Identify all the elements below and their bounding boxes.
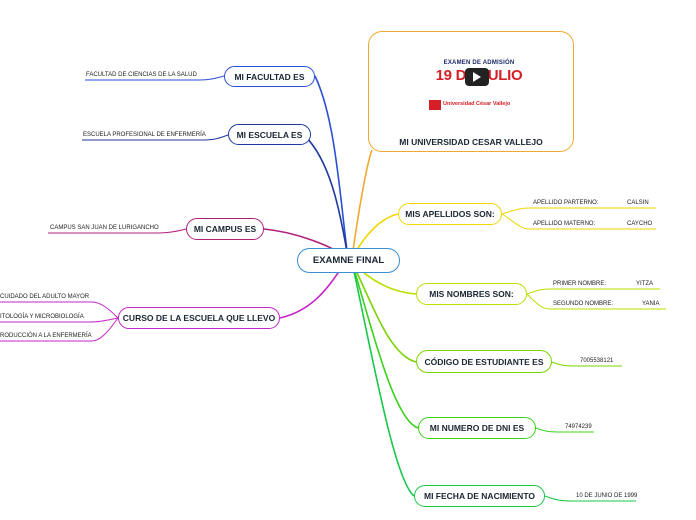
connector-fecha	[352, 262, 414, 496]
topic-label: CÓDIGO DE ESTUDIANTE ES	[424, 357, 543, 367]
thumbnail-brand: Universidad César Vallejo	[443, 101, 510, 107]
leaf-segundo-nombre-label[interactable]: SEGUNDO NOMBRE:	[553, 300, 613, 308]
leaf-line-nombres-1	[527, 289, 660, 294]
video-title: MI UNIVERSIDAD CESAR VALLEJO	[369, 137, 573, 147]
topic-label: MI CAMPUS ES	[194, 224, 256, 234]
leaf-facultad[interactable]: FACULTAD DE CIENCIAS DE LA SALUD	[86, 71, 197, 79]
topic-label: MI NUMERO DE DNI ES	[430, 423, 524, 433]
topic-label: MIS APELLIDOS SON:	[405, 209, 494, 219]
leaf-apellido-materno-value[interactable]: CAYCHO	[627, 220, 652, 228]
leaf-apellido-paterno-value[interactable]: CALSIN	[627, 199, 649, 207]
central-topic[interactable]: EXAMNE FINAL	[297, 248, 400, 273]
central-topic-label: EXAMNE FINAL	[313, 255, 384, 266]
topic-label: CURSO DE LA ESCUELA QUE LLEVO	[123, 313, 275, 323]
topic-apellidos[interactable]: MIS APELLIDOS SON:	[398, 203, 502, 225]
topic-mi-facultad[interactable]: MI FACULTAD ES	[224, 66, 315, 87]
topic-label: MIS NOMBRES SON:	[429, 289, 514, 299]
connector-dni	[352, 262, 418, 428]
topic-dni[interactable]: MI NUMERO DE DNI ES	[418, 417, 536, 439]
topic-codigo-estudiante[interactable]: CÓDIGO DE ESTUDIANTE ES	[416, 350, 552, 373]
topic-label: MI FACULTAD ES	[234, 72, 304, 82]
connector-codigo	[352, 262, 416, 362]
topic-mi-escuela[interactable]: MI ESCUELA ES	[228, 124, 311, 145]
leaf-apellido-paterno-label[interactable]: APELLIDO PARTERNO:	[533, 199, 598, 207]
leaf-segundo-nombre-value[interactable]: YANIA	[642, 300, 660, 308]
leaf-dni[interactable]: 74974239	[565, 423, 592, 431]
topic-label: MI ESCUELA ES	[237, 130, 303, 140]
leaf-curso-3[interactable]: RODUCCIÓN A LA ENFERMERÍA	[0, 332, 92, 340]
topic-fecha-nacimiento[interactable]: MI FECHA DE NACIMIENTO	[414, 485, 545, 507]
leaf-line-apellidos-1	[502, 208, 656, 214]
thumbnail-caption: EXAMEN DE ADMISIÓN	[425, 60, 533, 66]
university-logo-icon	[429, 100, 441, 110]
leaf-apellido-materno-label[interactable]: APELLIDO MATERNO:	[533, 220, 595, 228]
leaf-escuela[interactable]: ESCUELA PROFESIONAL DE ENFERMERÍA	[83, 131, 206, 139]
leaf-primer-nombre-label[interactable]: PRIMER NOMBRE:	[553, 280, 606, 288]
play-icon[interactable]	[465, 68, 489, 86]
leaf-curso-2[interactable]: ITOLOGÍA Y MICROBIOLOGÍA	[0, 313, 84, 321]
topic-label: MI FECHA DE NACIMIENTO	[424, 491, 535, 501]
topic-nombres[interactable]: MIS NOMBRES SON:	[416, 283, 527, 305]
topic-curso[interactable]: CURSO DE LA ESCUELA QUE LLEVO	[118, 307, 280, 329]
leaf-primer-nombre-value[interactable]: YITZA	[636, 280, 653, 288]
leaf-curso-1[interactable]: CUIDADO DEL ADULTO MAYOR	[0, 293, 89, 301]
leaf-campus[interactable]: CAMPUS SAN JUAN DE LURIGANCHO	[50, 224, 159, 232]
topic-mi-campus[interactable]: MI CAMPUS ES	[186, 218, 264, 240]
video-thumbnail[interactable]: EXAMEN DE ADMISIÓN 19 DE JULIO Universid…	[425, 54, 533, 116]
leaf-fecha[interactable]: 10 DE JUNIO DE 1999	[576, 492, 637, 500]
video-card[interactable]: EXAMEN DE ADMISIÓN 19 DE JULIO Universid…	[368, 31, 574, 152]
leaf-codigo[interactable]: 7005538121	[580, 357, 613, 365]
